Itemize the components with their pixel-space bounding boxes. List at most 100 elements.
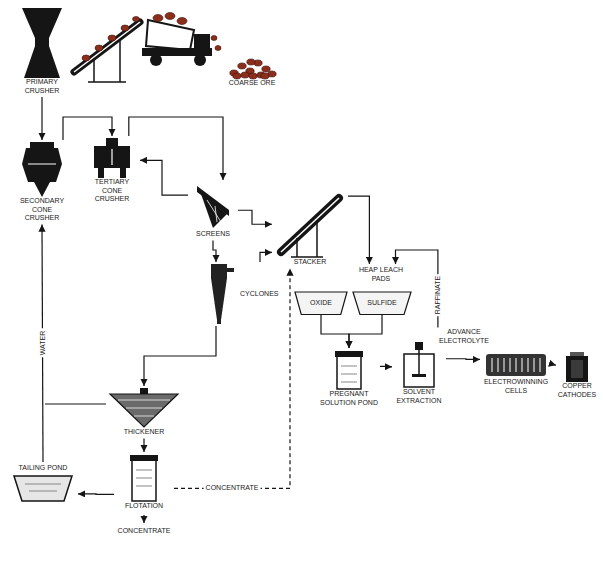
icon-part [35, 38, 49, 46]
ore-lump [249, 73, 257, 79]
cathode-stack-icon [563, 352, 591, 382]
icon-part [570, 352, 584, 356]
heap-pad: SULFIDE [353, 292, 411, 315]
ore-lump [82, 55, 90, 61]
icon-part [30, 142, 54, 148]
extraction-tank-icon [402, 342, 436, 388]
ore-lump [262, 66, 270, 72]
solution-pond-icon [335, 350, 363, 390]
conveyor-belt-inner [74, 22, 140, 72]
primary-crusher-icon [22, 8, 62, 78]
ore-lump [108, 35, 116, 41]
icon-part [25, 484, 61, 491]
icon-part [418, 350, 420, 374]
icon-part [28, 164, 56, 165]
equipment-label: FLOTATION [125, 502, 163, 511]
ore-lump [247, 59, 255, 65]
thickener: THICKENER [108, 386, 180, 439]
icon-part [497, 358, 498, 372]
stacker-conveyor-icon [275, 190, 345, 258]
flow-line [174, 269, 290, 489]
equipment-label: CYCLONES [240, 290, 279, 299]
equipment-label: SCREENS [196, 230, 230, 239]
icon-part [136, 470, 152, 486]
ore-lump [95, 45, 103, 51]
flow-line [143, 439, 144, 453]
flow-line [140, 160, 188, 195]
icon-part [22, 148, 62, 182]
tailing-pond-icon [13, 473, 73, 503]
icon-part [281, 198, 339, 252]
conveyor-belt [74, 22, 140, 72]
flow-line [446, 358, 480, 360]
flow-line [321, 315, 349, 349]
flow-label: CONCENTRATE [204, 484, 261, 493]
equipment-label: COPPER CATHODES [558, 382, 596, 399]
product-label: CONCENTRATE [116, 527, 173, 536]
cone-crusher: SECONDARY CONE CRUSHER [12, 140, 72, 225]
truck-wheel [150, 54, 162, 66]
icon-part [94, 146, 130, 168]
screen-deck: SCREENS [188, 180, 238, 241]
icon-part [527, 358, 528, 372]
icon-part [140, 388, 148, 394]
primary-crusher: PRIMARY CRUSHER [12, 6, 72, 97]
cyclone-icon [202, 264, 236, 324]
ore-lump [133, 17, 140, 22]
icon-part [533, 358, 534, 372]
icon-part [132, 460, 156, 501]
ore-pile: COARSE ORE [222, 52, 282, 90]
cone-crusher-icon [92, 138, 132, 178]
icon-part [211, 278, 227, 320]
icon-part [118, 400, 170, 416]
flow-line [41, 97, 42, 140]
cyclone: CYCLONES [200, 262, 280, 326]
icon-part [503, 358, 504, 372]
icon-part [130, 455, 158, 461]
pad-shape [353, 292, 411, 315]
icon-part [571, 360, 583, 378]
ore-lump [211, 36, 217, 41]
flow-line [144, 326, 216, 386]
icon-part [227, 268, 234, 272]
icon-part [110, 394, 178, 427]
icon-part [509, 358, 510, 372]
icon-part [211, 264, 227, 278]
icon-part [491, 358, 492, 372]
icon-part [291, 220, 323, 257]
stacker-conveyor: STACKER [272, 188, 348, 269]
flow-label: RAFFINATE [434, 274, 443, 316]
equipment-label: COARSE ORE [229, 79, 276, 88]
equipment-label: TERTIARY CONE CRUSHER [86, 178, 138, 204]
ore-lump [241, 72, 249, 78]
icon-part [111, 149, 112, 165]
ore-pile-icon [227, 54, 277, 79]
equipment-label: PRIMARY CRUSHER [14, 78, 70, 95]
equipment-label: TAILING POND [19, 464, 68, 473]
icon-part [412, 374, 426, 377]
equipment-label: THICKENER [124, 428, 164, 437]
ore-lump [177, 18, 187, 25]
equipment-label: OXIDE [310, 299, 332, 308]
ore-lump [233, 73, 241, 79]
ore-lump [238, 63, 246, 69]
icon-part [120, 168, 126, 178]
icon-part [341, 366, 357, 382]
icon-part [281, 198, 339, 252]
flow-line [552, 364, 556, 365]
icon-part [201, 194, 227, 228]
flow-line [380, 366, 392, 368]
equipment-label: SULFIDE [367, 299, 397, 308]
flotation-cell-icon [130, 454, 158, 502]
icon-part [566, 356, 588, 382]
icon-part [34, 182, 50, 197]
icon-part [22, 8, 62, 38]
ore-on-conveyor [82, 17, 140, 62]
truck-wheel [194, 54, 206, 66]
icon-part [337, 356, 361, 389]
equipment-label: SECONDARY CONE CRUSHER [14, 197, 70, 223]
